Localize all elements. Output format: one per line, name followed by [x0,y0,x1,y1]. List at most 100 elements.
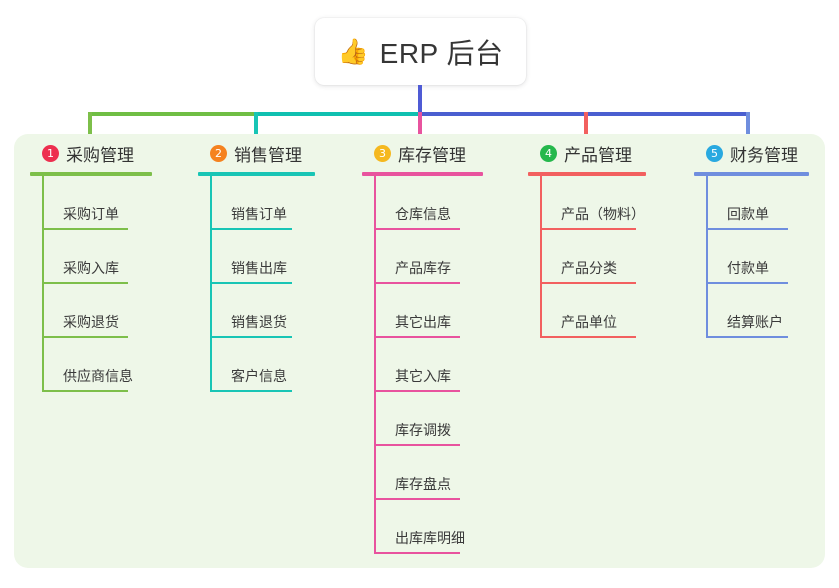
leaf-underline [212,390,292,392]
branch-header-1[interactable]: 1 采购管理 [30,140,152,166]
leaf-node[interactable]: 回款单 [706,176,809,230]
leaf-node[interactable]: 供应商信息 [42,338,152,392]
branch-header-5[interactable]: 5 财务管理 [694,140,809,166]
leaf-label: 结算账户 [727,314,783,330]
branch-column-5: 5 财务管理回款单付款单结算账户 [694,140,809,338]
root-node[interactable]: 👍 ERP 后台 [315,18,526,85]
leaf-underline [44,282,128,284]
branch-underline [694,172,809,176]
leaf-underline [376,552,460,554]
leaf-underline [542,228,636,230]
leaf-label: 出库库明细 [395,530,465,546]
leaf-node[interactable]: 其它出库 [374,284,483,338]
leaf-underline [542,282,636,284]
leaf-underline [708,336,788,338]
branch-drop-4 [584,112,588,140]
branch-drop-2 [254,112,258,140]
leaf-label: 采购退货 [63,314,119,330]
branch-drop-1 [88,112,92,140]
leaf-node[interactable]: 产品分类 [540,230,646,284]
branch-column-3: 3 库存管理仓库信息产品库存其它出库其它入库库存调拨库存盘点出库库明细 [362,140,483,554]
branch-header-4[interactable]: 4 产品管理 [528,140,646,166]
leaf-label: 销售订单 [231,206,287,222]
branch-header-2[interactable]: 2 销售管理 [198,140,315,166]
leaf-underline [376,228,460,230]
branch-column-4: 4 产品管理产品（物料） 产品分类产品单位 [528,140,646,338]
root-trunk-line [418,85,422,116]
leaf-node[interactable]: 付款单 [706,230,809,284]
leaf-node[interactable]: 销售退货 [210,284,315,338]
leaf-label: 仓库信息 [395,206,451,222]
branch-number-badge: 5 [706,144,723,162]
branch-title: 财务管理 [730,145,798,165]
leaf-label: 采购入库 [63,260,119,276]
branch-number-badge: 1 [42,144,59,162]
branch-number-badge: 4 [540,144,557,162]
leaf-underline [212,282,292,284]
leaf-label: 其它入库 [395,368,451,384]
branch-underline [198,172,315,176]
branch-column-2: 2 销售管理销售订单销售出库销售退货客户信息 [198,140,315,392]
branch-header-3[interactable]: 3 库存管理 [362,140,483,166]
branch-underline [30,172,152,176]
leaf-underline [542,336,636,338]
leaf-node[interactable]: 产品（物料） [540,176,646,230]
leaf-underline [44,228,128,230]
branch-children-4: 产品（物料） 产品分类产品单位 [528,176,646,338]
branch-children-2: 销售订单销售出库销售退货客户信息 [198,176,315,392]
leaf-label: 库存调拨 [395,422,451,438]
branch-underline [362,172,483,176]
branch-column-1: 1 采购管理采购订单采购入库采购退货供应商信息 [30,140,152,392]
leaf-node[interactable]: 采购订单 [42,176,152,230]
branch-spine [374,176,376,554]
leaf-node[interactable]: 库存盘点 [374,446,483,500]
connector-bar-teal [254,112,420,116]
leaf-label: 其它出库 [395,314,451,330]
leaf-node[interactable]: 结算账户 [706,284,809,338]
root-title: ERP 后台 [379,37,504,69]
leaf-node[interactable]: 出库库明细 [374,500,483,554]
leaf-label: 库存盘点 [395,476,451,492]
leaf-label: 付款单 [727,260,769,276]
leaf-underline [376,282,460,284]
leaf-label: 销售退货 [231,314,287,330]
leaf-underline [376,390,460,392]
leaf-label: 产品库存 [395,260,451,276]
diagram-panel [14,134,825,568]
branch-drop-3 [418,112,422,140]
leaf-node[interactable]: 采购入库 [42,230,152,284]
leaf-label: 产品（物料） [561,206,645,222]
branch-number-badge: 2 [210,144,227,162]
branch-number-badge: 3 [374,144,391,162]
branch-spine [540,176,542,338]
leaf-node[interactable]: 产品单位 [540,284,646,338]
leaf-node[interactable]: 采购退货 [42,284,152,338]
branch-children-3: 仓库信息产品库存其它出库其它入库库存调拨库存盘点出库库明细 [362,176,483,554]
branch-title: 产品管理 [564,145,632,165]
leaf-node[interactable]: 销售出库 [210,230,315,284]
leaf-underline [212,228,292,230]
branch-title: 库存管理 [398,145,466,165]
branch-title: 销售管理 [234,145,302,165]
leaf-label: 采购订单 [63,206,119,222]
branch-spine [210,176,212,392]
branch-title: 采购管理 [66,145,134,165]
leaf-node[interactable]: 产品库存 [374,230,483,284]
leaf-underline [212,336,292,338]
leaf-node[interactable]: 其它入库 [374,338,483,392]
leaf-node[interactable]: 客户信息 [210,338,315,392]
leaf-label: 产品分类 [561,260,617,276]
leaf-label: 客户信息 [231,368,287,384]
branch-spine [706,176,708,338]
leaf-node[interactable]: 仓库信息 [374,176,483,230]
leaf-node[interactable]: 销售订单 [210,176,315,230]
thumbs-up-icon: 👍 [337,38,369,66]
leaf-underline [44,390,128,392]
branch-drop-5 [746,112,750,140]
leaf-underline [376,336,460,338]
leaf-node[interactable]: 库存调拨 [374,392,483,446]
connector-bar-green [88,112,256,116]
leaf-underline [44,336,128,338]
branch-spine [42,176,44,392]
branch-children-1: 采购订单采购入库采购退货供应商信息 [30,176,152,392]
